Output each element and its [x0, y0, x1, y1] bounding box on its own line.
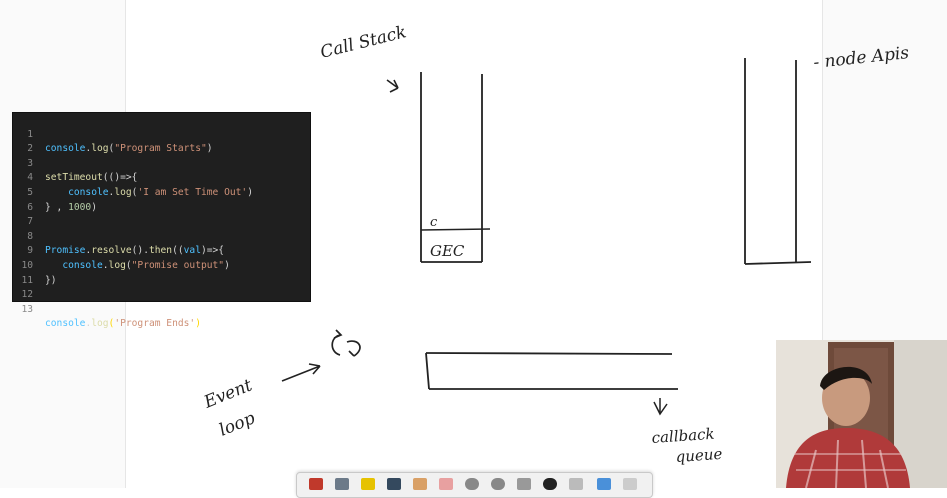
code-line: 13 console.log('Program Ends') [13, 288, 310, 330]
selected-tool-icon[interactable] [543, 478, 557, 490]
callback-queue-container [425, 352, 678, 390]
pen-tool-icon[interactable] [309, 478, 323, 490]
call-stack-container [420, 72, 491, 263]
code-line: 6 [13, 186, 310, 213]
code-line: 10 }) [13, 244, 310, 286]
code-line: 7 [13, 201, 310, 227]
code-line: 11 [13, 259, 310, 286]
zoom-out-icon[interactable] [491, 478, 505, 490]
annotation-toolbar [296, 472, 653, 498]
line-number: 11 [21, 274, 33, 286]
code-text: Promise.resolve().then((val)=>{ [45, 245, 225, 257]
code-line: 12 [13, 274, 310, 300]
hand-tool-icon[interactable] [413, 478, 427, 490]
code-text: console.log('Program Ends') [45, 318, 201, 330]
whiteboard-stage: 1 console.log("Program Starts") 2 3 setT… [12, 0, 947, 498]
code-line: 9 console.log("Promise output") [13, 230, 310, 271]
node-apis-label: - node Apis [812, 43, 910, 73]
eraser-tool-icon[interactable] [439, 478, 453, 490]
line-number: 6 [27, 201, 33, 213]
code-text: console.log("Program Starts") [45, 143, 213, 155]
code-line: 2 [13, 128, 310, 154]
line-tool-icon[interactable] [517, 478, 531, 490]
code-text: console.log('I am Set Time Out') [68, 186, 253, 198]
shape-tool-icon[interactable] [569, 478, 583, 490]
stack-frame-gec: GEC [430, 242, 465, 260]
code-line: 8 Promise.resolve().then((val)=>{ [13, 215, 310, 257]
line-number: 5 [27, 186, 33, 198]
line-number: 3 [27, 157, 33, 169]
line-number: 12 [21, 289, 33, 301]
line-number: 7 [27, 216, 33, 228]
line-number: 1 [27, 128, 33, 140]
menu-icon[interactable] [623, 478, 637, 490]
presenter-video [776, 340, 947, 488]
color-picker-icon[interactable] [597, 478, 611, 490]
line-number: 10 [21, 259, 33, 271]
arrow-right-icon [281, 363, 321, 382]
code-line: 1 console.log("Program Starts") [13, 113, 310, 155]
call-stack-label: Call Stack [318, 22, 408, 63]
code-text: } , 1000) [45, 201, 97, 213]
marker-tool-icon[interactable] [361, 478, 375, 490]
whiteboard-drawing: Call Stack c GEC - node Apis callback qu… [200, 22, 910, 466]
webcam-overlay [776, 340, 947, 488]
code-editor-panel: 1 console.log("Program Starts") 2 3 setT… [12, 112, 311, 330]
loop-cycle-icon [331, 329, 361, 357]
event-label: Event [200, 375, 255, 413]
pointer-tool-icon[interactable] [387, 478, 401, 490]
code-line: 4 console.log('I am Set Time Out') [13, 157, 310, 198]
line-number: 4 [27, 172, 33, 184]
stack-frame-c: c [430, 215, 438, 230]
highlighter-tool-icon[interactable] [335, 478, 349, 490]
code-line: 3 setTimeout(()=>{ [13, 142, 310, 184]
code-text: console.log("Promise output") [62, 259, 230, 271]
line-number: 9 [27, 245, 33, 257]
code-text: }) [45, 274, 57, 286]
right-margin-strip [822, 0, 947, 340]
down-arrow-icon [653, 398, 668, 416]
loop-label: loop [216, 408, 258, 440]
line-number: 8 [27, 230, 33, 242]
queue-label: queue [675, 445, 723, 466]
zoom-in-icon[interactable] [465, 478, 479, 490]
node-apis-container [744, 58, 812, 265]
line-number: 13 [21, 303, 33, 315]
code-line: 5 } , 1000) [13, 171, 310, 213]
code-text: setTimeout(()=>{ [45, 172, 138, 184]
pointer-arrow-icon [386, 79, 399, 93]
line-number: 2 [27, 143, 33, 155]
callback-label: callback [651, 425, 715, 447]
